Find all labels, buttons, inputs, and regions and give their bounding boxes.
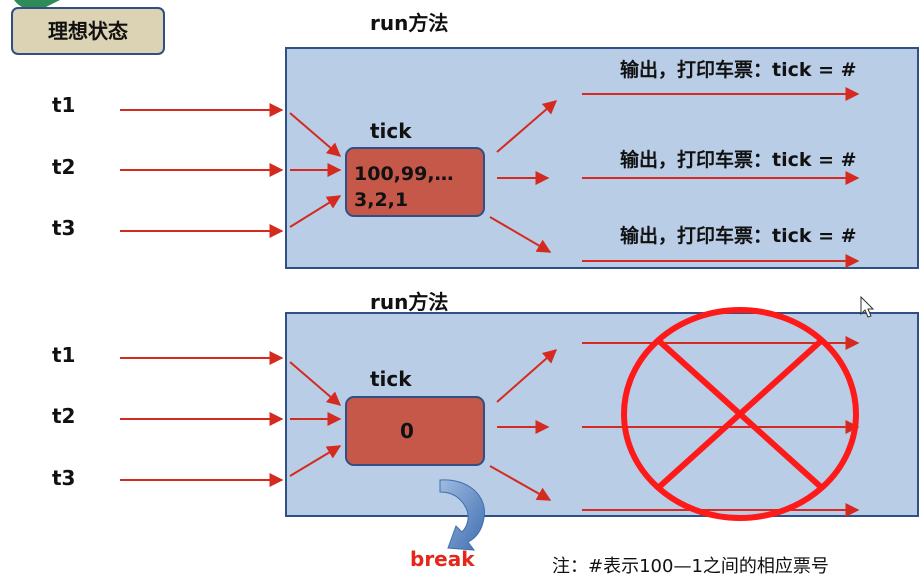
bottom-tick-box bbox=[345, 396, 485, 466]
top-method-label: run方法 bbox=[370, 11, 448, 35]
prohibited-icon bbox=[621, 307, 859, 521]
top-tick-values-line2: 3,2,1 bbox=[354, 189, 408, 211]
bottom-thread-t2: t2 bbox=[52, 404, 75, 428]
top-thread-t2: t2 bbox=[52, 155, 75, 179]
break-label: break bbox=[410, 547, 475, 571]
badge-label: 理想状态 bbox=[48, 19, 128, 43]
top-arrow-converge-3 bbox=[289, 195, 342, 228]
top-tick-label: tick bbox=[370, 119, 412, 143]
top-arrow-converge-1 bbox=[289, 112, 342, 157]
ideal-state-badge: 理想状态 bbox=[11, 7, 165, 55]
bottom-out-diverge-1 bbox=[496, 349, 558, 403]
bottom-method-label: run方法 bbox=[370, 290, 448, 314]
top-output-text-1: 输出，打印车票：tick = # bbox=[620, 58, 857, 81]
bottom-out-diverge-3 bbox=[489, 465, 552, 501]
top-thread-t1: t1 bbox=[52, 93, 75, 117]
top-output-arrows bbox=[489, 87, 860, 268]
bottom-arrow-converge-1 bbox=[289, 361, 342, 406]
bottom-thread-t1: t1 bbox=[52, 343, 75, 367]
bottom-tick-label: tick bbox=[370, 367, 412, 391]
curved-break-arrow-icon bbox=[439, 479, 485, 551]
top-output-text-3: 输出，打印车票：tick = # bbox=[620, 224, 857, 247]
bottom-input-arrows bbox=[120, 351, 342, 487]
bottom-tick-value: 0 bbox=[400, 419, 414, 443]
bottom-output-arrows bbox=[489, 336, 860, 517]
footnote: 注：#表示100—1之间的相应票号 bbox=[552, 556, 829, 577]
top-input-arrows bbox=[120, 103, 342, 238]
bottom-thread-t3: t3 bbox=[52, 466, 75, 490]
bottom-arrow-converge-3 bbox=[289, 445, 342, 477]
top-out-diverge-3 bbox=[489, 216, 552, 253]
top-thread-t3: t3 bbox=[52, 216, 75, 240]
top-tick-values-line1: 100,99,… bbox=[354, 163, 454, 185]
top-output-text-2: 输出，打印车票：tick = # bbox=[620, 148, 857, 171]
mouse-cursor-icon bbox=[860, 295, 875, 318]
top-tick-box bbox=[345, 147, 485, 217]
top-out-diverge-1 bbox=[496, 100, 558, 153]
